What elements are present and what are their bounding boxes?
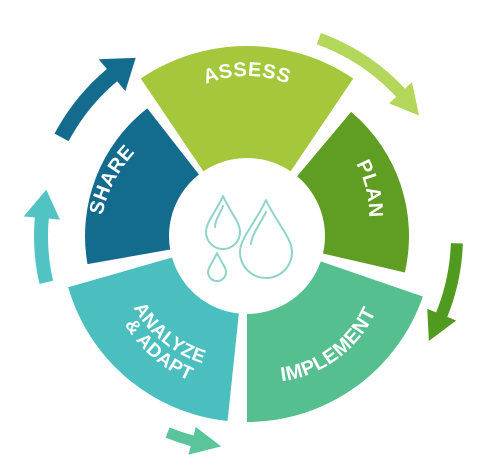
bottom-arrow-icon — [165, 426, 222, 455]
segment-assess — [140, 45, 354, 172]
segment-plan — [297, 111, 409, 273]
segment-analyze — [68, 257, 239, 421]
right-arrow-icon — [427, 243, 463, 341]
segment-share — [85, 108, 199, 265]
top-right-arrow-icon — [316, 33, 420, 116]
left-arrow-icon — [23, 189, 60, 284]
top-left-arrow-icon — [54, 57, 136, 142]
segment-implement — [247, 261, 423, 422]
water-drops-icon — [205, 195, 293, 282]
center-circle — [175, 164, 319, 308]
